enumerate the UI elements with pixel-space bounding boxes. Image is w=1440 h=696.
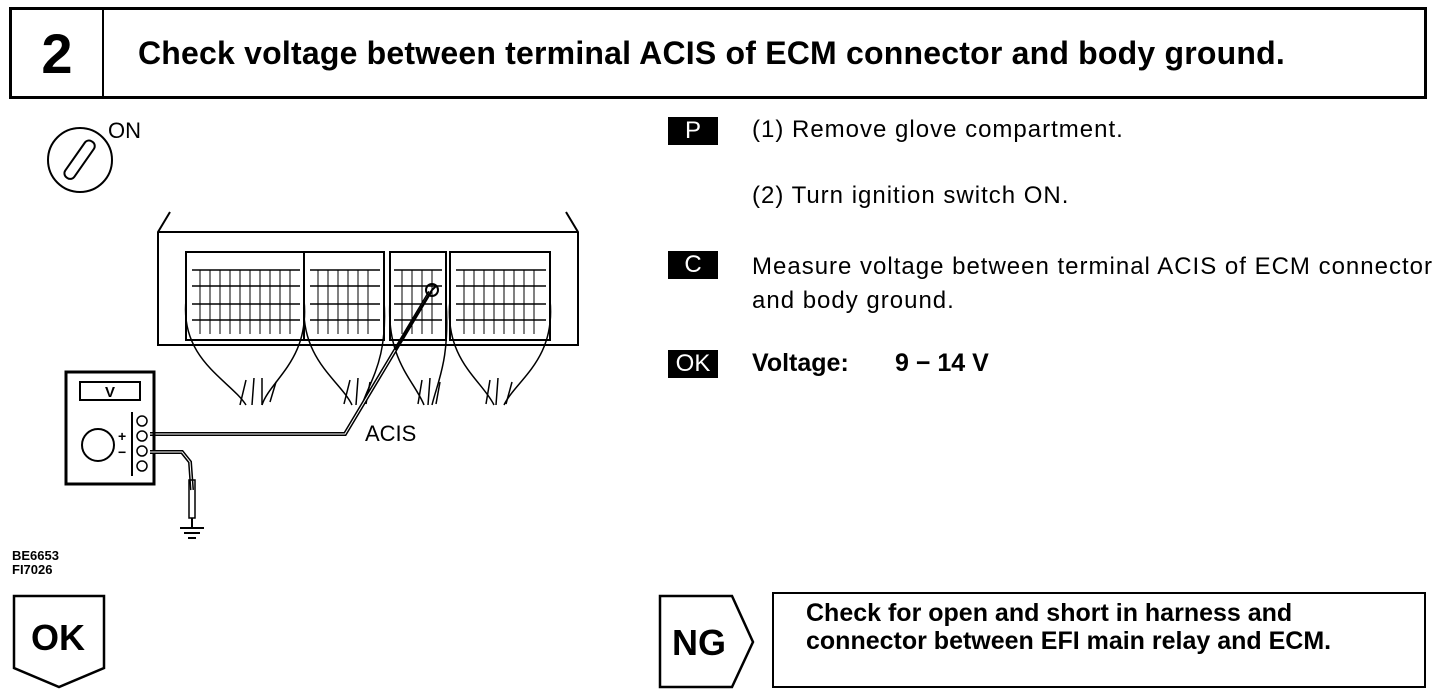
figure-code: FI7026 <box>12 562 53 577</box>
check-instruction: Measure voltage between terminal ACIS of… <box>752 253 1433 314</box>
ecm-body <box>157 211 579 346</box>
ng-action-line-1: Check for open and short in harness and <box>806 599 1293 627</box>
step-header: 2 Check voltage between terminal ACIS of… <box>9 7 1427 99</box>
ng-action-line-2: connector between EFI main relay and ECM… <box>806 627 1332 655</box>
ignition-on-label: ON <box>108 118 141 143</box>
ecm-connectors <box>185 251 551 341</box>
voltmeter-icon: V + − <box>64 370 156 486</box>
ground-lead <box>150 450 196 528</box>
ng-action-box: Check for open and short in harness and … <box>772 592 1426 688</box>
minus-sign: − <box>118 444 126 460</box>
ignition-switch-icon <box>47 127 113 193</box>
prep-step-1: (1) Remove glove compartment. <box>752 116 1124 143</box>
ok-result-label: OK <box>31 617 85 658</box>
prep-step-2: (2) Turn ignition switch ON. <box>752 182 1070 209</box>
meter-label: V <box>105 384 115 401</box>
figure-code: BE6653 <box>12 548 59 563</box>
ok-spec-tag: OK <box>668 350 718 378</box>
step-number: 2 <box>12 10 104 96</box>
plus-sign: + <box>118 428 126 444</box>
ng-result-label: NG <box>672 622 726 663</box>
check-tag: C <box>668 251 718 279</box>
spec-label: Voltage: <box>752 349 849 377</box>
ecm-connector-diagram: V + − <box>47 127 579 539</box>
ng-result-box <box>658 594 755 689</box>
test-lead <box>150 283 439 436</box>
ground-symbol-icon <box>180 527 204 539</box>
acis-terminal-label: ACIS <box>365 421 417 446</box>
prep-tag: P <box>668 117 718 145</box>
spec-value: 9 − 14 V <box>895 349 989 377</box>
step-title: Check voltage between terminal ACIS of E… <box>138 34 1285 71</box>
ok-result-box <box>12 594 106 689</box>
